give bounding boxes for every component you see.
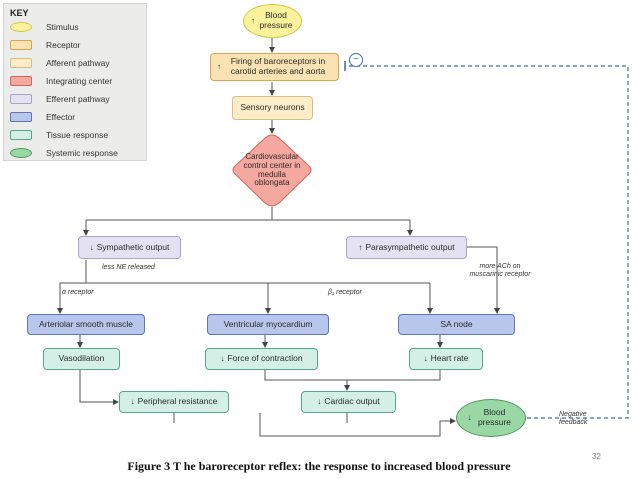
key-swatch xyxy=(10,22,32,32)
key-swatch xyxy=(10,112,32,122)
ventricular-label: Ventricular myocardium xyxy=(223,318,313,329)
figure-caption: Figure 3 T he baroreceptor reflex: the r… xyxy=(127,459,511,473)
receptor-label: Firing of baroreceptors in carotid arter… xyxy=(230,56,326,76)
arteriolar-smooth-muscle-node: Arteriolar smooth muscle xyxy=(27,314,145,335)
ventricular-myocardium-node: Ventricular myocardium xyxy=(207,314,329,335)
key-item-label: Systemic response xyxy=(46,148,118,158)
key-item-label: Efferent pathway xyxy=(46,94,110,104)
alpha-receptor-label: α receptor xyxy=(62,289,94,296)
stimulus-label: Blood pressure xyxy=(259,10,293,30)
key-item: Systemic response xyxy=(10,147,118,159)
up-arrow-icon: ↑ xyxy=(358,242,363,252)
wire-to-systemic xyxy=(259,413,456,437)
negative-feedback-line xyxy=(345,65,629,419)
less-ne-label: less NE released xyxy=(102,264,155,271)
diamond-shape xyxy=(232,134,312,207)
page-number: 32 xyxy=(592,452,601,461)
receptor-node: ↑ Firing of baroreceptors in carotid art… xyxy=(210,53,339,81)
peripheral-resistance-label: Peripheral resistance xyxy=(137,396,218,407)
sa-node-label: SA node xyxy=(440,318,473,329)
force-of-contraction-node: ↓ Force of contraction xyxy=(205,348,318,370)
key-item-label: Tissue response xyxy=(46,130,109,140)
wire-parasym-to-sa xyxy=(467,246,500,314)
key-item: Effector xyxy=(10,111,75,123)
parasympathetic-output-label: Parasympathetic output xyxy=(365,241,455,252)
sympathetic-output-label: Sympathetic output xyxy=(96,241,170,252)
key-item-label: Receptor xyxy=(46,40,81,50)
sympathetic-output-node: ↓ Sympathetic output xyxy=(78,236,181,259)
sensory-neurons-label: Sensory neurons xyxy=(240,102,305,113)
negative-feedback-label: Negative feedback xyxy=(559,411,588,426)
key-swatch xyxy=(10,58,32,68)
down-arrow-icon: ↓ xyxy=(317,397,322,407)
down-arrow-icon: ↓ xyxy=(467,413,472,423)
peripheral-resistance-node: ↓ Peripheral resistance xyxy=(119,391,229,413)
more-ach-label: more ACh on muscarinic receptor xyxy=(469,263,531,278)
wire-vaso-resistance xyxy=(79,370,119,405)
systemic-response-node: ↓ Blood pressure xyxy=(456,399,526,437)
heart-rate-node: ↓ Heart rate xyxy=(409,348,483,370)
key-title: KEY xyxy=(10,8,29,18)
key-swatch xyxy=(10,40,32,50)
parasympathetic-output-node: ↑ Parasympathetic output xyxy=(346,236,467,259)
key-swatch xyxy=(10,76,32,86)
up-arrow-icon: ↑ xyxy=(217,62,221,72)
down-arrow-icon: ↓ xyxy=(130,397,135,407)
key-item: Efferent pathway xyxy=(10,93,110,105)
key-swatch xyxy=(10,94,32,104)
key-swatch xyxy=(10,148,32,158)
cardiac-output-node: ↓ Cardiac output xyxy=(301,391,396,413)
key-item-label: Stimulus xyxy=(46,22,79,32)
key-swatch xyxy=(10,130,32,140)
sa-node-node: SA node xyxy=(398,314,515,335)
key-item: Integrating center xyxy=(10,75,112,87)
wire-sympathetic-down xyxy=(57,260,87,314)
negative-feedback-minus-icon: − xyxy=(349,53,363,67)
integrating-center-label: Cardiovascular control center in medulla… xyxy=(243,152,301,188)
heart-rate-label: Heart rate xyxy=(430,353,469,364)
key-item: Tissue response xyxy=(10,129,108,141)
stimulus-node: ↑ Blood pressure xyxy=(243,4,302,38)
vasodilation-label: Vasodilation xyxy=(58,353,105,364)
systemic-response-label: Blood pressure xyxy=(477,407,512,427)
key-item: Afferent pathway xyxy=(10,57,110,69)
up-arrow-icon: ↑ xyxy=(251,16,255,26)
wire-contraction-output xyxy=(264,370,350,391)
force-of-contraction-label: Force of contraction xyxy=(227,353,303,364)
vasodilation-node: Vasodilation xyxy=(43,348,120,370)
key-item: Receptor xyxy=(10,39,81,51)
down-arrow-icon: ↓ xyxy=(89,242,94,252)
key-item-label: Effector xyxy=(46,112,76,122)
beta1-receptor-label: β₁ receptor xyxy=(328,289,362,296)
integrating-center-node: Cardiovascular control center in medulla… xyxy=(230,133,314,208)
cardiac-output-label: Cardiac output xyxy=(324,396,380,407)
down-arrow-icon: ↓ xyxy=(220,354,225,364)
arteriolar-label: Arteriolar smooth muscle xyxy=(38,318,133,329)
key-item-label: Integrating center xyxy=(46,76,113,86)
down-arrow-icon: ↓ xyxy=(423,354,428,364)
key-item: Stimulus xyxy=(10,21,79,33)
wire-heartrate-output xyxy=(347,370,441,381)
key-item-label: Afferent pathway xyxy=(46,58,110,68)
sensory-neurons-node: Sensory neurons xyxy=(232,96,313,120)
